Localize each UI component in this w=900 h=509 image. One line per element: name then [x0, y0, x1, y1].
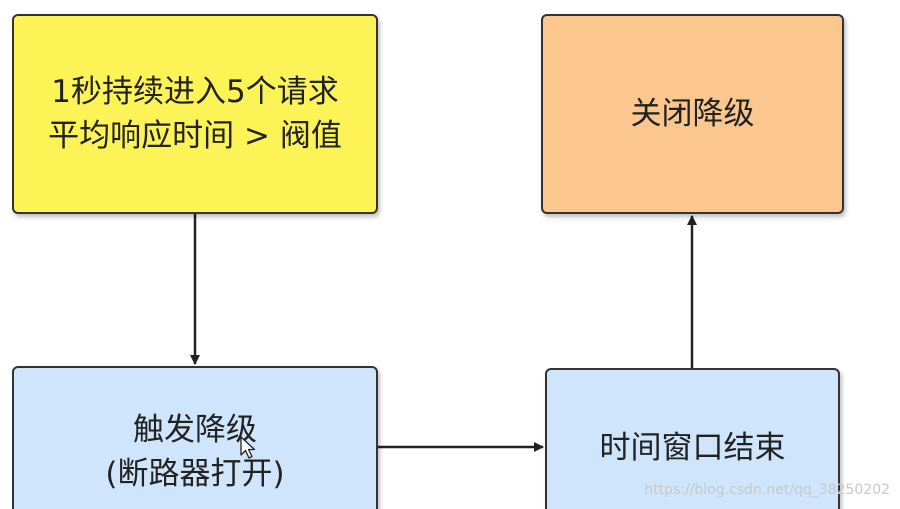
- node-trigger-degrade: 触发降级 (断路器打开): [12, 366, 378, 509]
- node-trigger-degrade-line1: 触发降级: [133, 412, 257, 448]
- node-trigger-degrade-line2: (断路器打开): [105, 456, 285, 492]
- node-trigger-condition-line2: 平均响应时间 > 阀值: [48, 118, 342, 154]
- node-time-window-end: 时间窗口结束: [545, 368, 840, 509]
- mouse-cursor-icon: [240, 436, 256, 459]
- node-trigger-condition: 1秒持续进入5个请求 平均响应时间 > 阀值: [12, 14, 378, 214]
- node-close-degrade: 关闭降级: [541, 14, 844, 214]
- node-trigger-condition-line1: 1秒持续进入5个请求: [51, 74, 339, 110]
- node-time-window-end-label: 时间窗口结束: [599, 430, 786, 466]
- watermark-text: https://blog.csdn.net/qq_38250202: [644, 482, 890, 498]
- node-close-degrade-label: 关闭降级: [630, 96, 755, 132]
